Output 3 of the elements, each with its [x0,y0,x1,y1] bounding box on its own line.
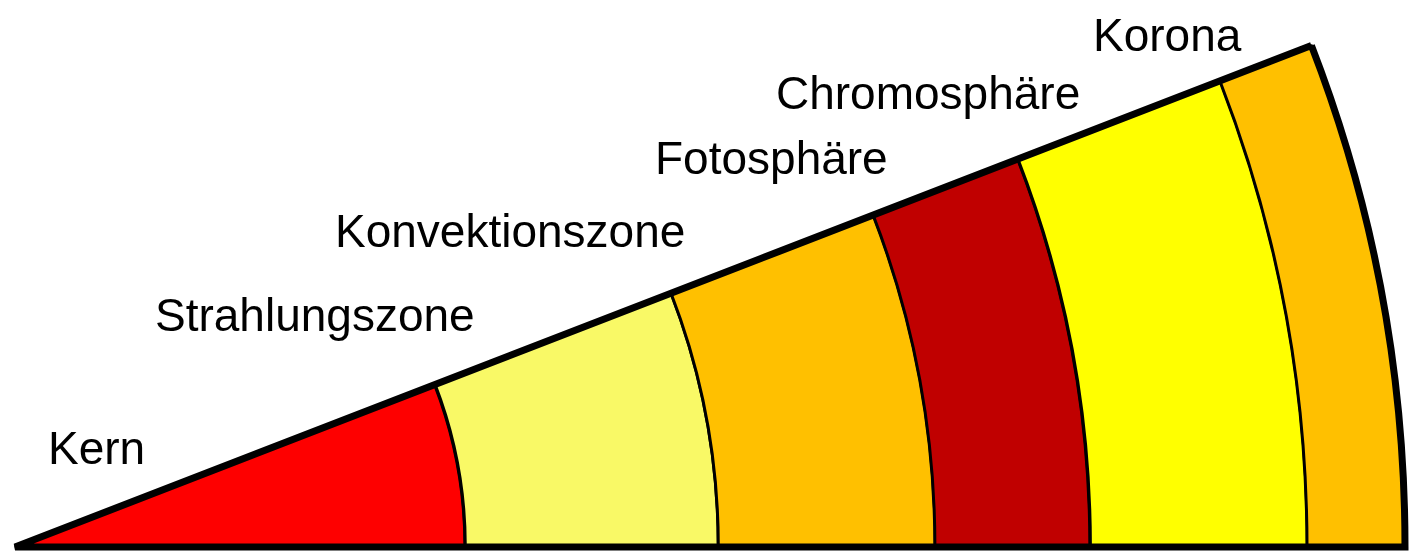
layer-label: Kern [48,425,146,471]
layer-label: Korona [1093,12,1242,58]
layer-label: Konvektionszone [335,208,686,254]
